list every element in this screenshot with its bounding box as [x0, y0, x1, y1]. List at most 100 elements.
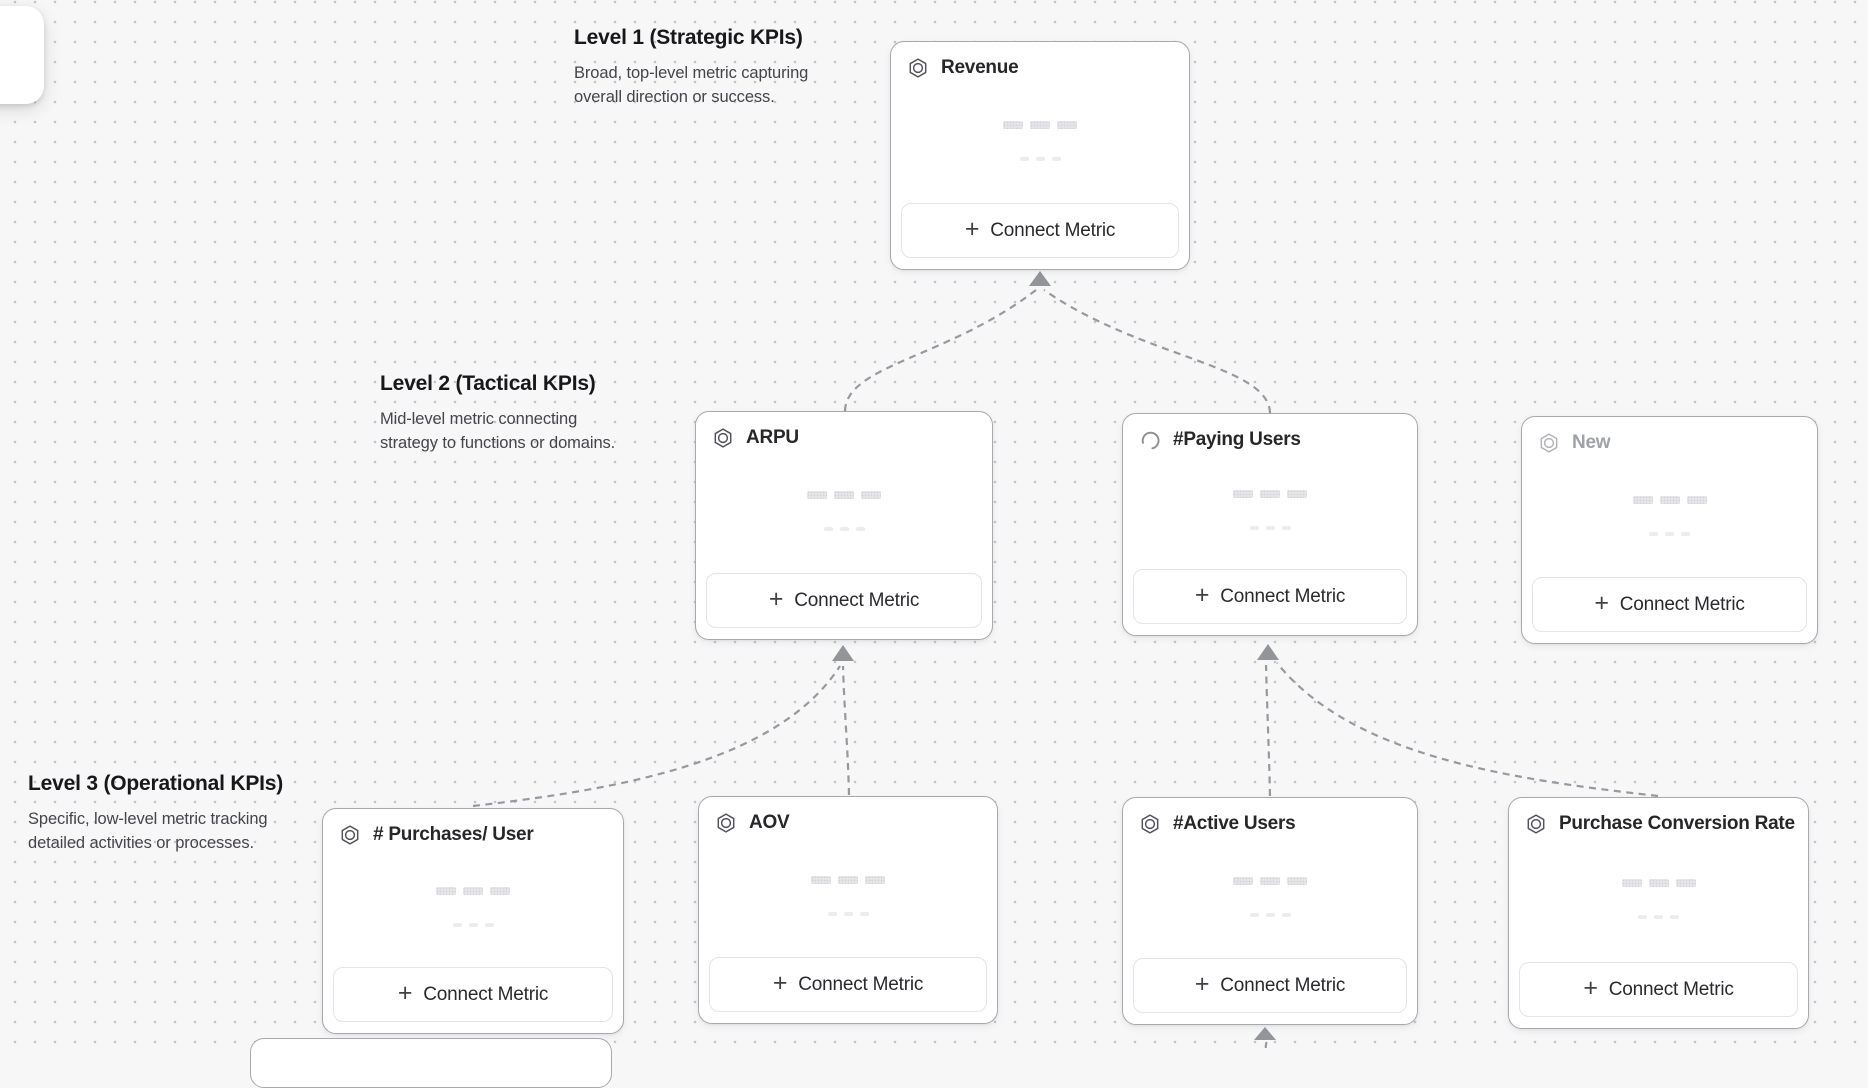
- skeleton-row: [1249, 526, 1291, 530]
- metric-card-active-users[interactable]: #Active Users + Connect Metric: [1122, 797, 1418, 1025]
- skeleton-row: [823, 527, 865, 531]
- connect-metric-label: Connect Metric: [990, 219, 1116, 241]
- hexagon-badge-icon: [1538, 432, 1560, 454]
- connect-metric-label: Connect Metric: [1220, 974, 1346, 996]
- plus-icon: +: [1194, 970, 1210, 998]
- skeleton-row: [807, 491, 881, 499]
- plus-icon: +: [397, 979, 413, 1007]
- connector-purchases-to-arpu: [472, 665, 841, 808]
- hexagon-badge-icon: [1525, 813, 1547, 835]
- plus-icon: +: [1594, 589, 1609, 617]
- hexagon-badge-icon: [712, 427, 734, 449]
- skeleton-row: [1019, 157, 1061, 161]
- skeleton-row: [1233, 876, 1307, 885]
- hexagon-badge-icon: [907, 57, 929, 79]
- connector-pcr-to-payingusers: [1276, 662, 1659, 798]
- metric-card-purchases-per-user[interactable]: # Purchases/ User + Connect Metric: [322, 808, 624, 1034]
- hexagon-badge-icon: [1139, 813, 1161, 835]
- skeleton-row: [452, 922, 494, 927]
- plus-icon: +: [772, 969, 788, 997]
- card-title: Purchase Conversion Rate: [1559, 813, 1795, 834]
- plus-icon: +: [1194, 581, 1210, 609]
- metric-card-new[interactable]: New + Connect Metric: [1521, 416, 1818, 644]
- card-header: Purchase Conversion Rate: [1509, 798, 1808, 835]
- connector-arpu-to-revenue: [843, 289, 1037, 412]
- connect-metric-label: Connect Metric: [1220, 585, 1346, 607]
- connector-aov-to-arpu: [841, 665, 851, 796]
- level-3-title: Level 3 (Operational KPIs): [28, 772, 284, 795]
- skeleton-row: [1003, 121, 1077, 129]
- card-title: ARPU: [746, 427, 799, 448]
- card-header: AOV: [699, 797, 997, 834]
- skeleton-row: [827, 911, 869, 916]
- connector-payingusers-to-revenue: [1043, 289, 1272, 414]
- card-title: Revenue: [941, 57, 1019, 78]
- metric-skeleton: [696, 449, 992, 573]
- metric-card-purchase-conversion-rate[interactable]: Purchase Conversion Rate + Connect Metri…: [1508, 797, 1809, 1029]
- metric-skeleton: [891, 79, 1189, 203]
- plus-icon: +: [1583, 974, 1598, 1002]
- level-2-title: Level 2 (Tactical KPIs): [380, 372, 596, 395]
- card-header: New: [1522, 417, 1817, 454]
- card-header: ARPU: [696, 412, 992, 449]
- card-title: New: [1572, 432, 1611, 453]
- metric-skeleton: [1509, 835, 1808, 962]
- skeleton-row: [1649, 531, 1690, 536]
- metric-skeleton: [1123, 835, 1417, 958]
- arrowhead-into-payingusers: [1257, 644, 1279, 660]
- level-1-title: Level 1 (Strategic KPIs): [574, 26, 803, 49]
- connect-metric-button[interactable]: + Connect Metric: [333, 967, 613, 1022]
- connect-metric-label: Connect Metric: [798, 973, 924, 995]
- metric-skeleton: [1123, 451, 1417, 569]
- metric-card-arpu[interactable]: ARPU + Connect Metric: [695, 411, 993, 640]
- skeleton-row: [1621, 878, 1696, 887]
- connect-metric-button[interactable]: + Connect Metric: [1519, 962, 1798, 1017]
- hexagon-badge-icon: [339, 824, 361, 846]
- connect-metric-label: Connect Metric: [1608, 978, 1734, 1000]
- arrowhead-into-revenue: [1029, 271, 1051, 286]
- level-2-label: Level 2 (Tactical KPIs) Mid-level metric…: [380, 372, 638, 456]
- loading-spinner-icon: [1139, 429, 1161, 451]
- card-header: #Paying Users: [1123, 414, 1417, 451]
- connect-metric-button[interactable]: + Connect Metric: [1133, 569, 1407, 624]
- card-title: AOV: [749, 812, 790, 833]
- level-3-description: Specific, low-level metric tracking deta…: [28, 810, 268, 853]
- card-header: #Active Users: [1123, 798, 1417, 835]
- metric-card-revenue[interactable]: Revenue + Connect Metric: [890, 41, 1190, 270]
- card-header: # Purchases/ User: [323, 809, 623, 846]
- metric-card-paying-users[interactable]: #Paying Users + Connect Metric: [1122, 413, 1418, 636]
- skeleton-row: [1249, 912, 1291, 917]
- metric-skeleton: [323, 846, 623, 967]
- connector-activeusers-to-payingusers: [1264, 664, 1272, 797]
- floating-toolbar-panel[interactable]: [0, 6, 44, 104]
- arrowhead-into-arpu: [832, 645, 854, 661]
- skeleton-row: [436, 886, 510, 895]
- connect-metric-button[interactable]: + Connect Metric: [709, 957, 987, 1012]
- level-2-description: Mid-level metric connecting strategy to …: [380, 410, 616, 453]
- metric-card-partial[interactable]: [250, 1038, 612, 1088]
- card-title: #Active Users: [1173, 813, 1296, 834]
- connect-metric-button[interactable]: + Connect Metric: [1133, 958, 1407, 1013]
- hexagon-badge-icon: [715, 812, 737, 834]
- connect-metric-button[interactable]: + Connect Metric: [1532, 577, 1807, 632]
- plus-icon: +: [768, 585, 784, 613]
- metric-skeleton: [699, 834, 997, 957]
- connect-metric-label: Connect Metric: [423, 983, 549, 1005]
- level-3-label: Level 3 (Operational KPIs) Specific, low…: [28, 772, 300, 856]
- metric-card-aov[interactable]: AOV + Connect Metric: [698, 796, 998, 1024]
- connect-metric-button[interactable]: + Connect Metric: [706, 573, 982, 628]
- card-header: Revenue: [891, 42, 1189, 79]
- level-1-description: Broad, top-level metric capturing overal…: [574, 64, 809, 107]
- card-title: #Paying Users: [1173, 429, 1301, 450]
- connect-metric-button[interactable]: + Connect Metric: [901, 203, 1179, 258]
- skeleton-row: [1632, 495, 1707, 504]
- connect-metric-label: Connect Metric: [1619, 593, 1745, 615]
- metric-skeleton: [1522, 454, 1817, 577]
- arrowhead-into-activeusers: [1254, 1027, 1276, 1040]
- connect-metric-label: Connect Metric: [794, 589, 920, 611]
- level-1-label: Level 1 (Strategic KPIs) Broad, top-leve…: [574, 26, 832, 110]
- skeleton-row: [1638, 914, 1679, 919]
- skeleton-row: [811, 875, 885, 884]
- connector-stub-below-activeusers: [1264, 1041, 1268, 1048]
